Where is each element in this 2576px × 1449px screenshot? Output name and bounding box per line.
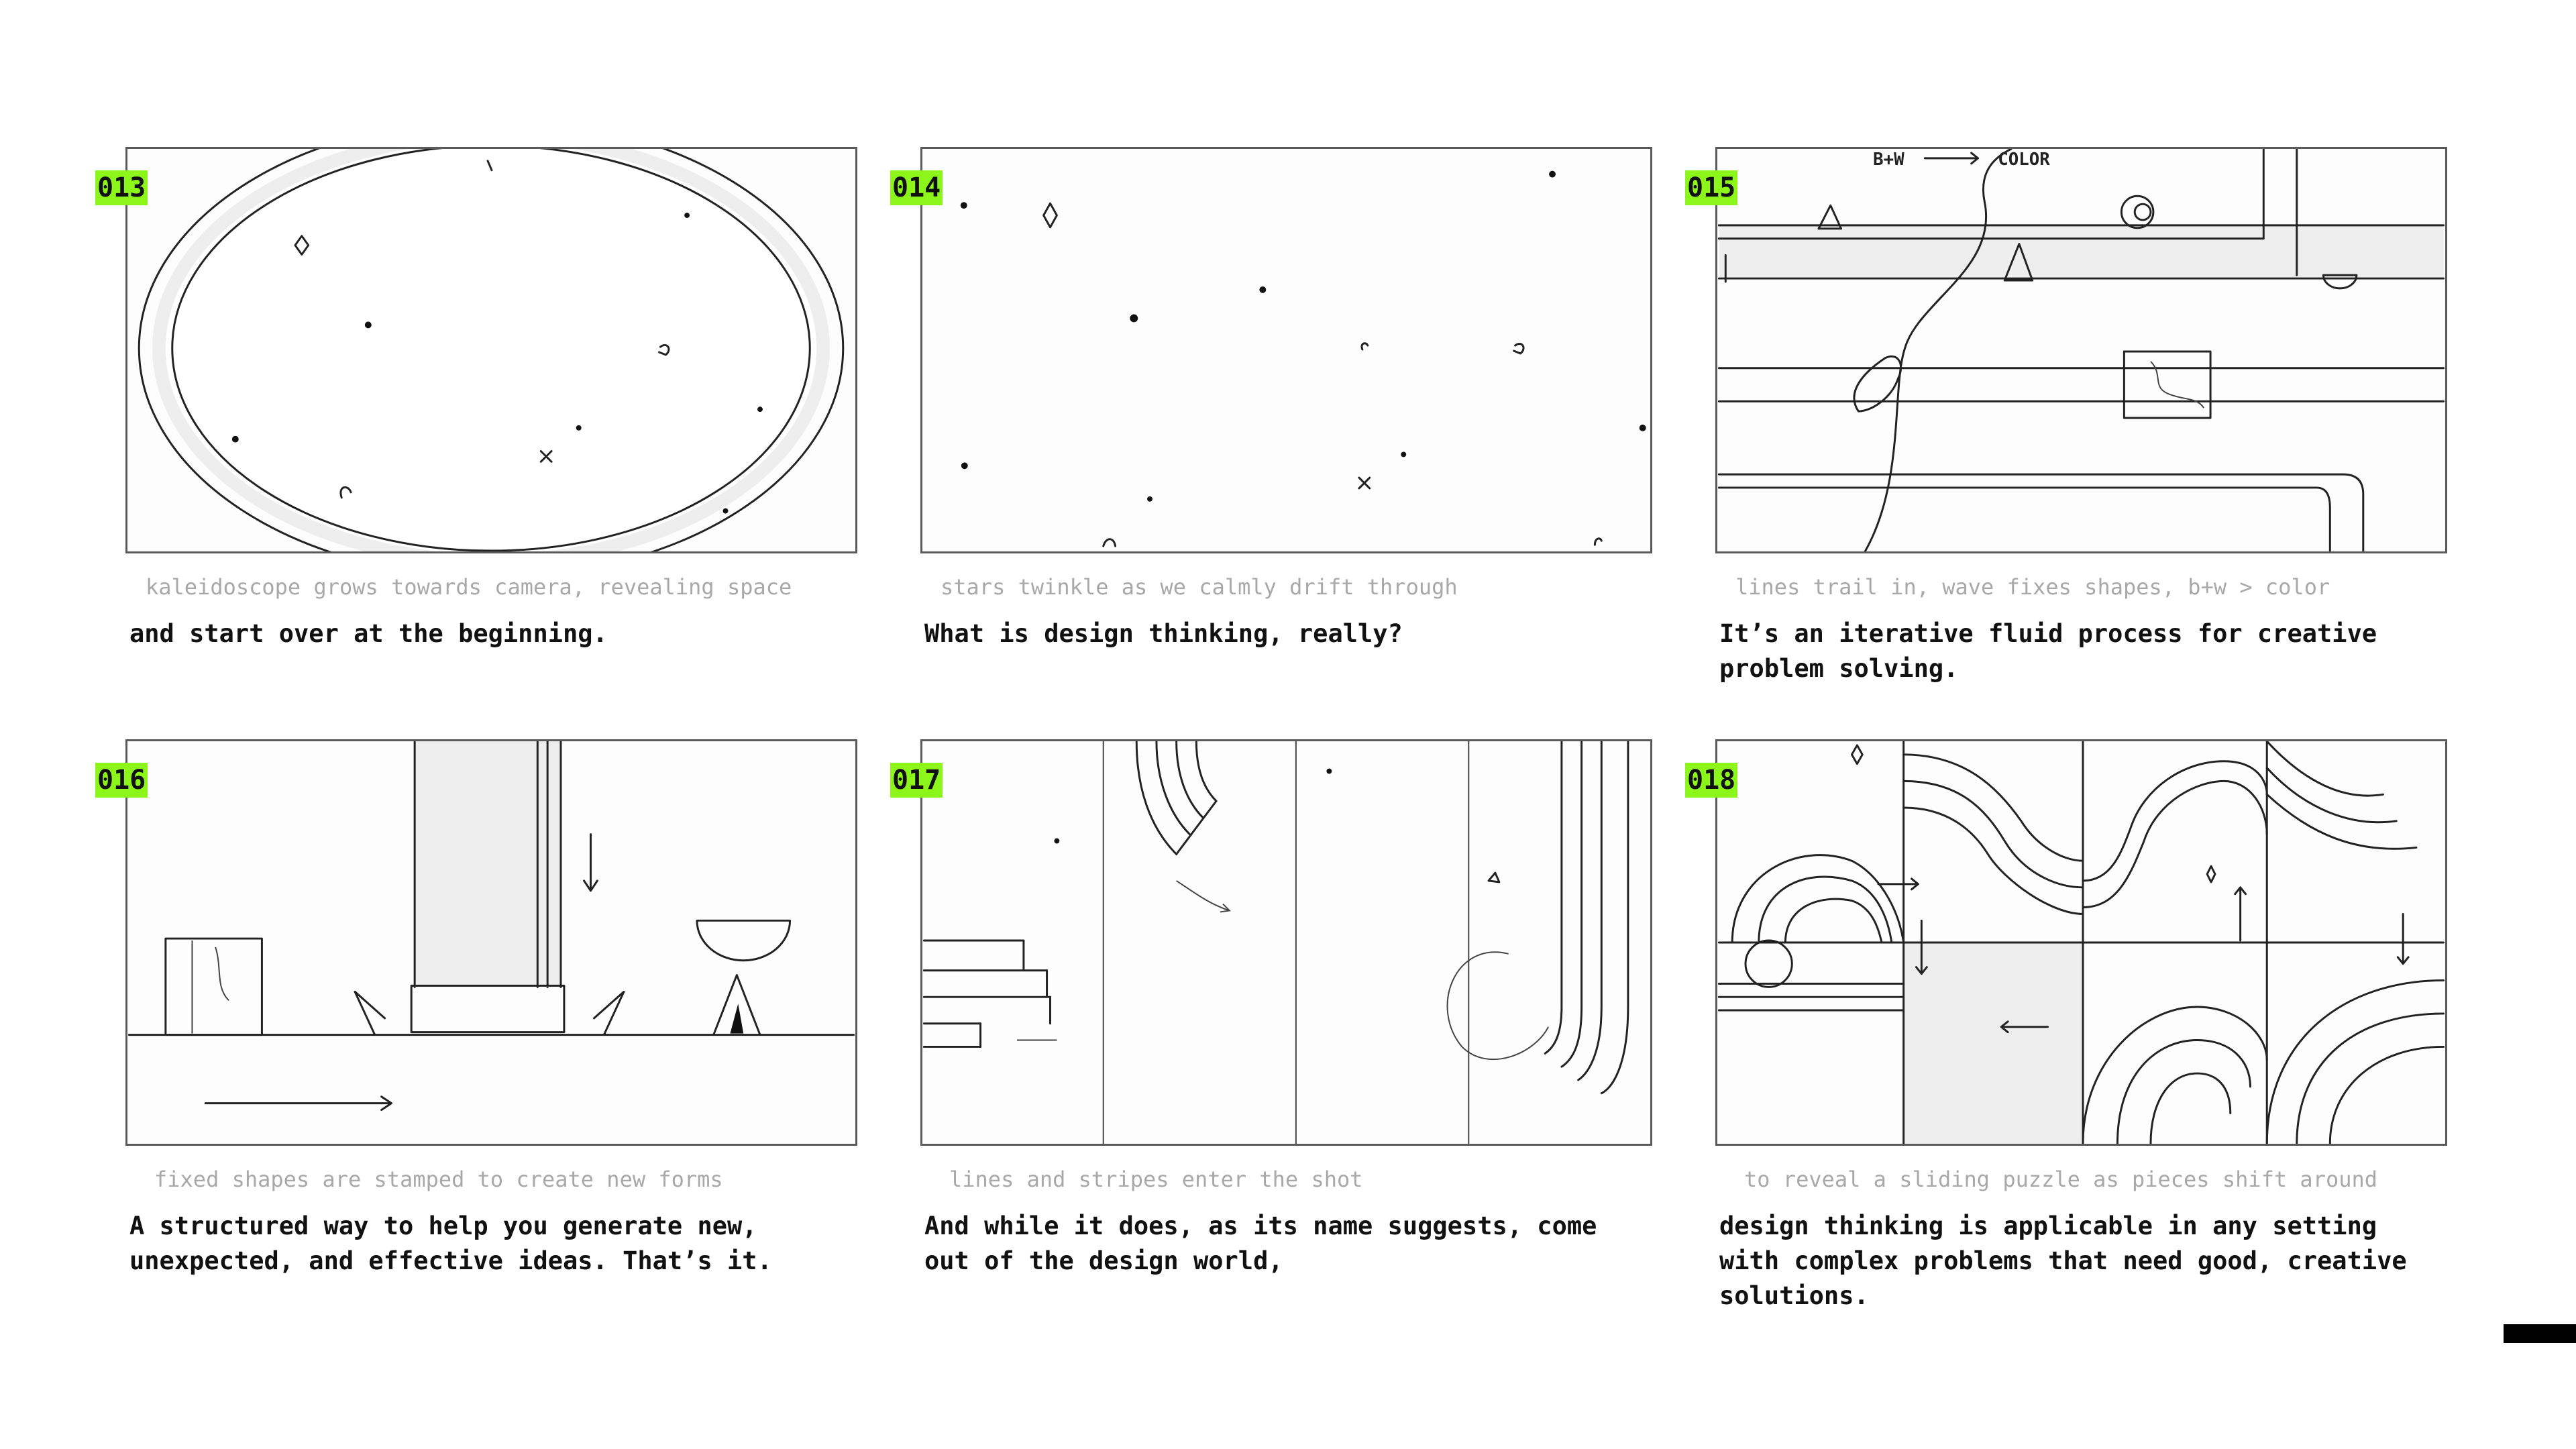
panel-note: fixed shapes are stamped to create new f… xyxy=(154,1167,723,1192)
starfield-sketch xyxy=(960,170,1646,547)
panel-frame-013 xyxy=(125,147,857,553)
sketch-label-color: COLOR xyxy=(1998,150,2050,170)
sketch-label-bw: B+W xyxy=(1873,150,1904,170)
panel-number: 015 xyxy=(1685,170,1738,205)
panel-note: lines and stripes enter the shot xyxy=(949,1167,1363,1192)
panel-number: 013 xyxy=(95,170,148,205)
panel-frame-018 xyxy=(1715,739,2447,1146)
panel-number: 016 xyxy=(95,763,148,798)
panel-voiceover: What is design thinking, really? xyxy=(924,619,1403,648)
panel-frame-016 xyxy=(125,739,857,1146)
panel-note: lines trail in, wave fixes shapes, b+w >… xyxy=(1735,574,2330,600)
panel-frame-017 xyxy=(920,739,1652,1146)
panel-note: to reveal a sliding puzzle as pieces shi… xyxy=(1744,1167,2378,1192)
panel-number: 017 xyxy=(890,763,943,798)
panel-number: 014 xyxy=(890,170,943,205)
shelves-sketch: B+W COLOR xyxy=(1717,149,2445,551)
stamping-sketch xyxy=(127,741,855,1111)
panel-voiceover: and start over at the beginning. xyxy=(129,619,608,648)
page-marker xyxy=(2504,1324,2576,1343)
kaleidoscope-sketch xyxy=(138,149,845,551)
panel-voiceover: design thinking is applicable in any set… xyxy=(1719,1212,2407,1310)
sliding-puzzle-sketch xyxy=(1717,741,2445,1144)
panel-voiceover: A structured way to help you generate ne… xyxy=(129,1212,772,1275)
panel-note: stars twinkle as we calmly drift through xyxy=(941,574,1458,600)
panel-note: kaleidoscope grows towards camera, revea… xyxy=(146,574,792,600)
panel-frame-014 xyxy=(920,147,1652,553)
panel-number: 018 xyxy=(1685,763,1738,798)
stripes-sketch xyxy=(922,741,1629,1144)
panel-voiceover: It’s an iterative fluid process for crea… xyxy=(1719,619,2377,683)
panel-voiceover: And while it does, as its name suggests,… xyxy=(924,1212,1597,1275)
panel-frame-015: B+W COLOR xyxy=(1715,147,2447,553)
